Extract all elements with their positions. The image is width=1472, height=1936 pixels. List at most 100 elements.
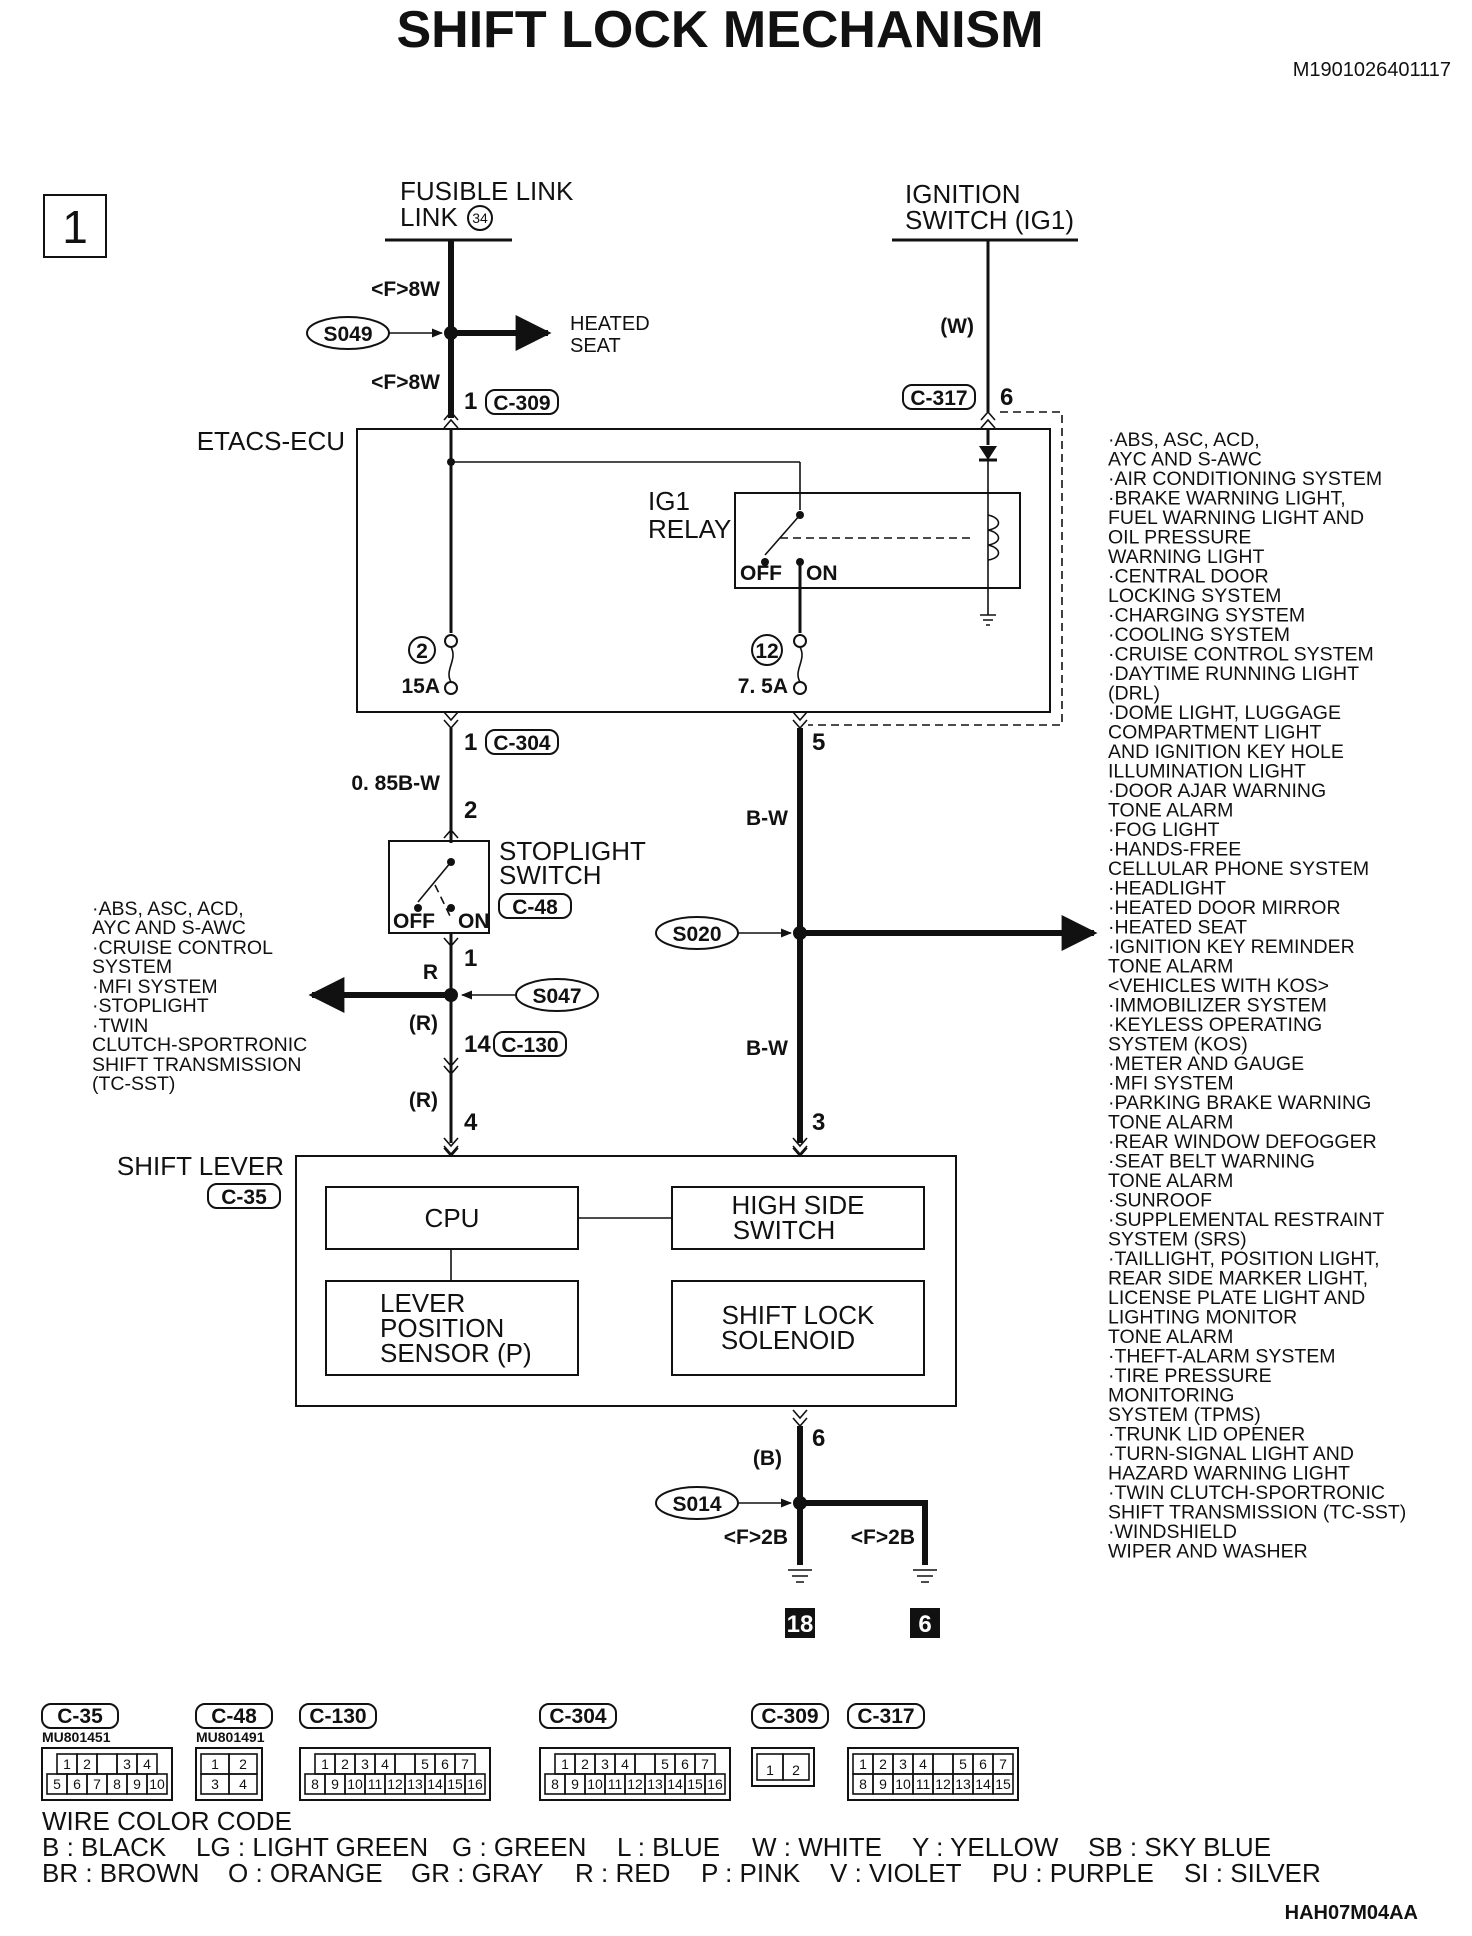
svg-text:O : ORANGE: O : ORANGE: [228, 1858, 383, 1888]
wire-color-code-title: WIRE COLOR CODE: [42, 1806, 292, 1836]
legend-pin: 13: [955, 1776, 971, 1792]
page-title: SHIFT LOCK MECHANISM: [396, 1, 1043, 59]
pin-c304-right: 5: [812, 729, 825, 756]
wire-label-085bw: 0. 85B-W: [351, 772, 440, 795]
svg-text:LINK: LINK: [400, 202, 458, 232]
svg-text:SHIFT LEVER: SHIFT LEVER: [117, 1151, 284, 1181]
svg-text:LG : LIGHT GREEN: LG : LIGHT GREEN: [196, 1832, 428, 1862]
legend-part-number: MU801451: [42, 1729, 111, 1745]
legend-pin: 7: [461, 1756, 469, 1772]
wire-color-code: WIRE COLOR CODE B : BLACK LG : LIGHT GRE…: [42, 1806, 1321, 1888]
legend-pin: 12: [935, 1776, 951, 1792]
svg-text:SB : SKY BLUE: SB : SKY BLUE: [1088, 1832, 1271, 1862]
heated-seat-label-1: HEATED: [570, 313, 650, 335]
svg-text:L : BLUE: L : BLUE: [617, 1832, 720, 1862]
legend-pin: 6: [681, 1756, 689, 1772]
legend-connector-code: C-130: [309, 1705, 366, 1728]
svg-text:S020: S020: [672, 923, 721, 946]
svg-text:CPU: CPU: [425, 1203, 480, 1233]
svg-text:GR : GRAY: GR : GRAY: [411, 1858, 543, 1888]
legend-pin: 16: [467, 1776, 483, 1792]
page-number-box: 1: [43, 194, 107, 258]
connector-label-c304: C-304: [485, 729, 559, 755]
connector-label-c317: C-317: [902, 384, 976, 410]
svg-text:BR : BROWN: BR : BROWN: [42, 1858, 199, 1888]
legend-connector-code: C-48: [211, 1705, 257, 1728]
legend-pin: 15: [447, 1776, 463, 1792]
legend-pin: 3: [211, 1776, 219, 1792]
pin-lever-right: 3: [812, 1109, 825, 1136]
svg-text:HIGH SIDE: HIGH SIDE: [732, 1190, 865, 1220]
legend-pin: 6: [979, 1756, 987, 1772]
legend-pin: 9: [133, 1776, 141, 1792]
svg-text:ON: ON: [458, 910, 490, 933]
legend-connector-housing: [847, 1747, 1019, 1801]
legend-pin: 1: [561, 1756, 569, 1772]
shift-lever-assembly: SHIFT LEVER CPU HIGH SIDE SWITCH LEVER P…: [117, 1147, 957, 1407]
svg-text:34: 34: [472, 210, 488, 226]
legend-pin: 11: [608, 1776, 623, 1792]
figure-code: HAH07M04AA: [1285, 1902, 1418, 1924]
legend-connector-code: C-35: [57, 1705, 103, 1728]
svg-text:S047: S047: [532, 985, 581, 1008]
legend-connector-housing: [195, 1747, 263, 1801]
svg-text:7. 5A: 7. 5A: [738, 675, 788, 698]
svg-text:C-48: C-48: [512, 896, 558, 919]
right-branch-list: ·ABS, ASC, ACD, AYC AND S-AWC ·AIR CONDI…: [1108, 429, 1412, 1563]
pin-switch-bottom: 1: [464, 945, 477, 972]
legend-pin: 2: [239, 1756, 247, 1772]
svg-text:18: 18: [787, 1611, 814, 1638]
fuse-left-circle: [408, 636, 436, 664]
fusible-link-source: FUSIBLE LINK LINK 34: [385, 176, 574, 242]
legend-connector-housing: [751, 1747, 815, 1787]
legend-pin: 5: [959, 1756, 967, 1772]
legend-pin: 10: [347, 1776, 363, 1792]
legend-pin: 9: [331, 1776, 339, 1792]
svg-text:R : RED: R : RED: [575, 1858, 670, 1888]
legend-pin: 14: [427, 1776, 443, 1792]
svg-text:V : VIOLET: V : VIOLET: [830, 1858, 962, 1888]
legend-pin: 3: [361, 1756, 369, 1772]
svg-text:IGNITION: IGNITION: [905, 179, 1021, 209]
svg-text:IG1: IG1: [648, 486, 690, 516]
svg-text:PU : PURPLE: PU : PURPLE: [992, 1858, 1154, 1888]
legend-pin: 8: [113, 1776, 121, 1792]
wire-label-w-ign: (W): [940, 315, 974, 338]
legend-pin: 9: [571, 1776, 579, 1792]
splice-s047: S047: [460, 978, 599, 1012]
legend-pin: 2: [581, 1756, 589, 1772]
svg-text:SWITCH: SWITCH: [733, 1215, 836, 1245]
legend-pin: 4: [143, 1756, 151, 1772]
fusible-number-circle: [467, 205, 493, 231]
wire-label-fw8-top: <F>8W: [371, 278, 440, 301]
legend-pin: 12: [387, 1776, 403, 1792]
legend-pin: 7: [999, 1756, 1007, 1772]
svg-text:S014: S014: [672, 1493, 721, 1516]
pin-c130: 14: [464, 1031, 491, 1058]
wire-label-r: R: [423, 961, 438, 984]
legend-pin: 13: [407, 1776, 423, 1792]
legend-pin: 1: [321, 1756, 329, 1772]
legend-pin: 7: [93, 1776, 101, 1792]
legend-pin: 1: [859, 1756, 867, 1772]
splice-s049: S049: [306, 316, 444, 350]
pin-lever-left: 4: [464, 1109, 478, 1136]
pin-c304-left: 1: [464, 729, 477, 756]
legend-connector-code: C-304: [549, 1705, 607, 1728]
svg-text:C-304: C-304: [493, 732, 551, 755]
legend-part-number: MU801491: [196, 1729, 265, 1745]
legend-pin: 10: [587, 1776, 603, 1792]
svg-text:12: 12: [755, 640, 778, 663]
legend-pin: 4: [621, 1756, 629, 1772]
svg-text:SWITCH: SWITCH: [499, 860, 602, 890]
legend-pin: 8: [551, 1776, 559, 1792]
svg-text:6: 6: [918, 1611, 931, 1638]
legend-connector-housing: [299, 1747, 491, 1801]
svg-text:C-317: C-317: [910, 387, 967, 410]
legend-pin: 6: [441, 1756, 449, 1772]
left-branch-list: ·ABS, ASC, ACD, AYC AND S-AWC ·CRUISE CO…: [92, 898, 313, 1095]
legend-pin: 8: [311, 1776, 319, 1792]
legend-pin: 2: [341, 1756, 349, 1772]
